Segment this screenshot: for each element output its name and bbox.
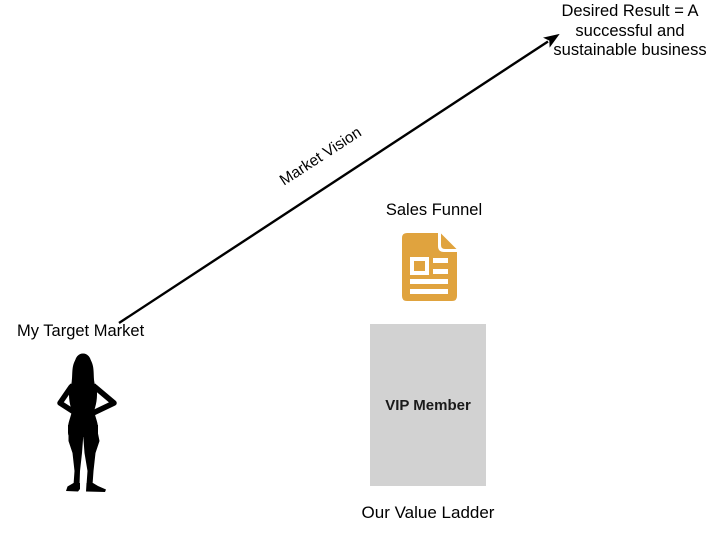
market-vision-label: Market Vision — [276, 123, 365, 190]
target-market-label: My Target Market — [17, 322, 145, 340]
desired-result-line-3: sustainable business — [553, 41, 707, 59]
value-ladder-step-label: VIP Member — [385, 396, 471, 414]
sales-funnel-label: Sales Funnel — [385, 201, 483, 219]
value-ladder-caption: Our Value Ladder — [361, 503, 495, 522]
woman-silhouette-icon — [57, 353, 117, 492]
desired-result-text: Desired Result = A successful and sustai… — [540, 2, 711, 61]
desired-result-line-1: Desired Result = A — [561, 2, 699, 20]
desired-result-line-2: successful and — [575, 21, 685, 40]
document-icon — [402, 233, 457, 301]
value-ladder-step: VIP Member — [370, 324, 486, 486]
